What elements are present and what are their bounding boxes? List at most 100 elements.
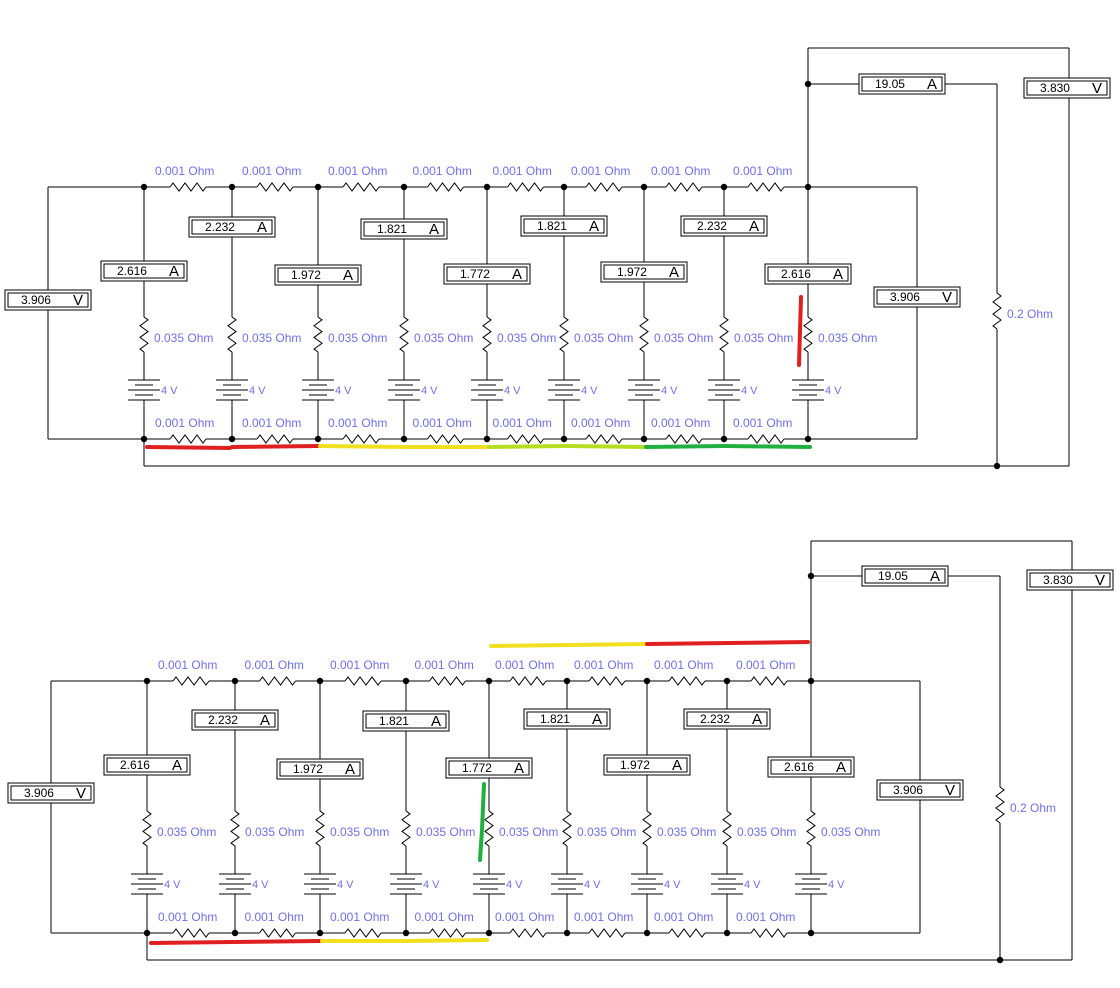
- junction-dot: [640, 183, 648, 191]
- load-resistor-label: 0.2 Ohm: [1007, 307, 1053, 321]
- battery: 4 V: [388, 379, 438, 401]
- battery: 4 V: [471, 379, 521, 401]
- meter-value: 1.972: [620, 758, 650, 772]
- battery: 4 V: [708, 379, 758, 401]
- resistor: [509, 928, 547, 938]
- battery-label: 4 V: [661, 385, 678, 397]
- bottom-link-resistor-label: 0.001 Ohm: [245, 910, 304, 924]
- battery-label: 4 V: [504, 385, 521, 397]
- top-link-resistor-label: 0.001 Ohm: [736, 658, 795, 672]
- junction-dot: [643, 677, 651, 685]
- branch-ammeter: 1.821 A: [523, 708, 611, 730]
- top-link-resistor-label: 0.001 Ohm: [242, 164, 301, 178]
- top-link-resistor-label: 0.001 Ohm: [495, 658, 554, 672]
- meter-unit: A: [836, 759, 846, 776]
- load-resistor-label: 0.2 Ohm: [1010, 801, 1056, 815]
- resistor: [427, 434, 464, 444]
- branch-resistor-label: 0.035 Ohm: [414, 331, 473, 345]
- resistor: [585, 434, 623, 444]
- meter-display: [864, 568, 946, 584]
- resistor: [427, 182, 464, 192]
- meter-value: 3.830: [1040, 81, 1070, 95]
- lime-highlight: [487, 444, 566, 449]
- bottom-link-resistor-label: 0.001 Ohm: [651, 416, 710, 430]
- meter-display: [526, 711, 608, 727]
- top-link-resistor-label: 0.001 Ohm: [651, 164, 710, 178]
- battery-label: 4 V: [252, 879, 269, 891]
- meter-value: 2.232: [208, 713, 238, 727]
- meter-display: [770, 759, 852, 775]
- junction-dot: [563, 929, 571, 937]
- junction-dot: [807, 929, 815, 937]
- bottom-link-resistor-label: 0.001 Ohm: [413, 416, 472, 430]
- red-highlight: [149, 940, 235, 945]
- meter-display: [683, 218, 765, 234]
- resistor: [668, 928, 706, 938]
- meter-unit: V: [1092, 80, 1102, 97]
- resistor: [169, 434, 207, 444]
- meter-unit: A: [345, 761, 355, 778]
- top-link-resistor-label: 0.001 Ohm: [413, 164, 472, 178]
- battery-label: 4 V: [825, 385, 842, 397]
- meter-value: 1.821: [540, 712, 570, 726]
- meter-display: [103, 263, 185, 279]
- resistor: [722, 810, 732, 847]
- resistor: [342, 434, 380, 444]
- branch-resistor-label: 0.035 Ohm: [245, 825, 304, 839]
- meter-display: [277, 267, 359, 283]
- branch-resistor-label: 0.035 Ohm: [497, 331, 556, 345]
- resistor: [142, 810, 152, 847]
- branch-resistor-label: 0.035 Ohm: [654, 331, 713, 345]
- junction-dot: [560, 183, 568, 191]
- top-link-resistor-label: 0.001 Ohm: [328, 164, 387, 178]
- junction-dot: [993, 462, 1001, 470]
- load-voltmeter: 3.830 V: [1023, 77, 1111, 99]
- meter-unit: A: [257, 219, 267, 236]
- meter-unit: A: [669, 264, 679, 281]
- battery: 4 V: [711, 873, 761, 895]
- battery: 4 V: [302, 379, 352, 401]
- lime-highlight: [564, 444, 646, 449]
- battery: 4 V: [128, 379, 178, 401]
- junction-dot: [400, 435, 408, 443]
- resistor: [747, 434, 785, 444]
- top-link-resistor-label: 0.001 Ohm: [733, 164, 792, 178]
- resistor: [482, 316, 492, 353]
- resistor: [313, 316, 323, 353]
- branch-resistor-label: 0.035 Ohm: [157, 825, 216, 839]
- branch-resistor-label: 0.035 Ohm: [821, 825, 880, 839]
- junction-dot: [483, 435, 491, 443]
- battery-label: 4 V: [744, 879, 761, 891]
- meter-unit: A: [749, 218, 759, 235]
- resistor: [750, 676, 788, 686]
- resistor: [342, 182, 380, 192]
- meter-unit: V: [942, 289, 952, 306]
- top-link-resistor-label: 0.001 Ohm: [158, 658, 217, 672]
- meter-unit: A: [592, 711, 602, 728]
- bottom-link-resistor-label: 0.001 Ohm: [328, 416, 387, 430]
- meter-display: [106, 757, 188, 773]
- meter-display: [879, 782, 961, 798]
- branch-resistor-label: 0.035 Ohm: [737, 825, 796, 839]
- resistor: [259, 928, 296, 938]
- junction-dot: [723, 677, 731, 685]
- green-highlight: [478, 782, 486, 862]
- meter-display: [10, 785, 92, 801]
- resistor: [642, 810, 652, 847]
- battery-label: 4 V: [423, 879, 440, 891]
- meter-unit: V: [945, 782, 955, 799]
- bottom-link-resistor-label: 0.001 Ohm: [330, 910, 389, 924]
- resistor: [399, 316, 409, 353]
- resistor: [401, 810, 411, 847]
- meter-value: 1.772: [462, 761, 492, 775]
